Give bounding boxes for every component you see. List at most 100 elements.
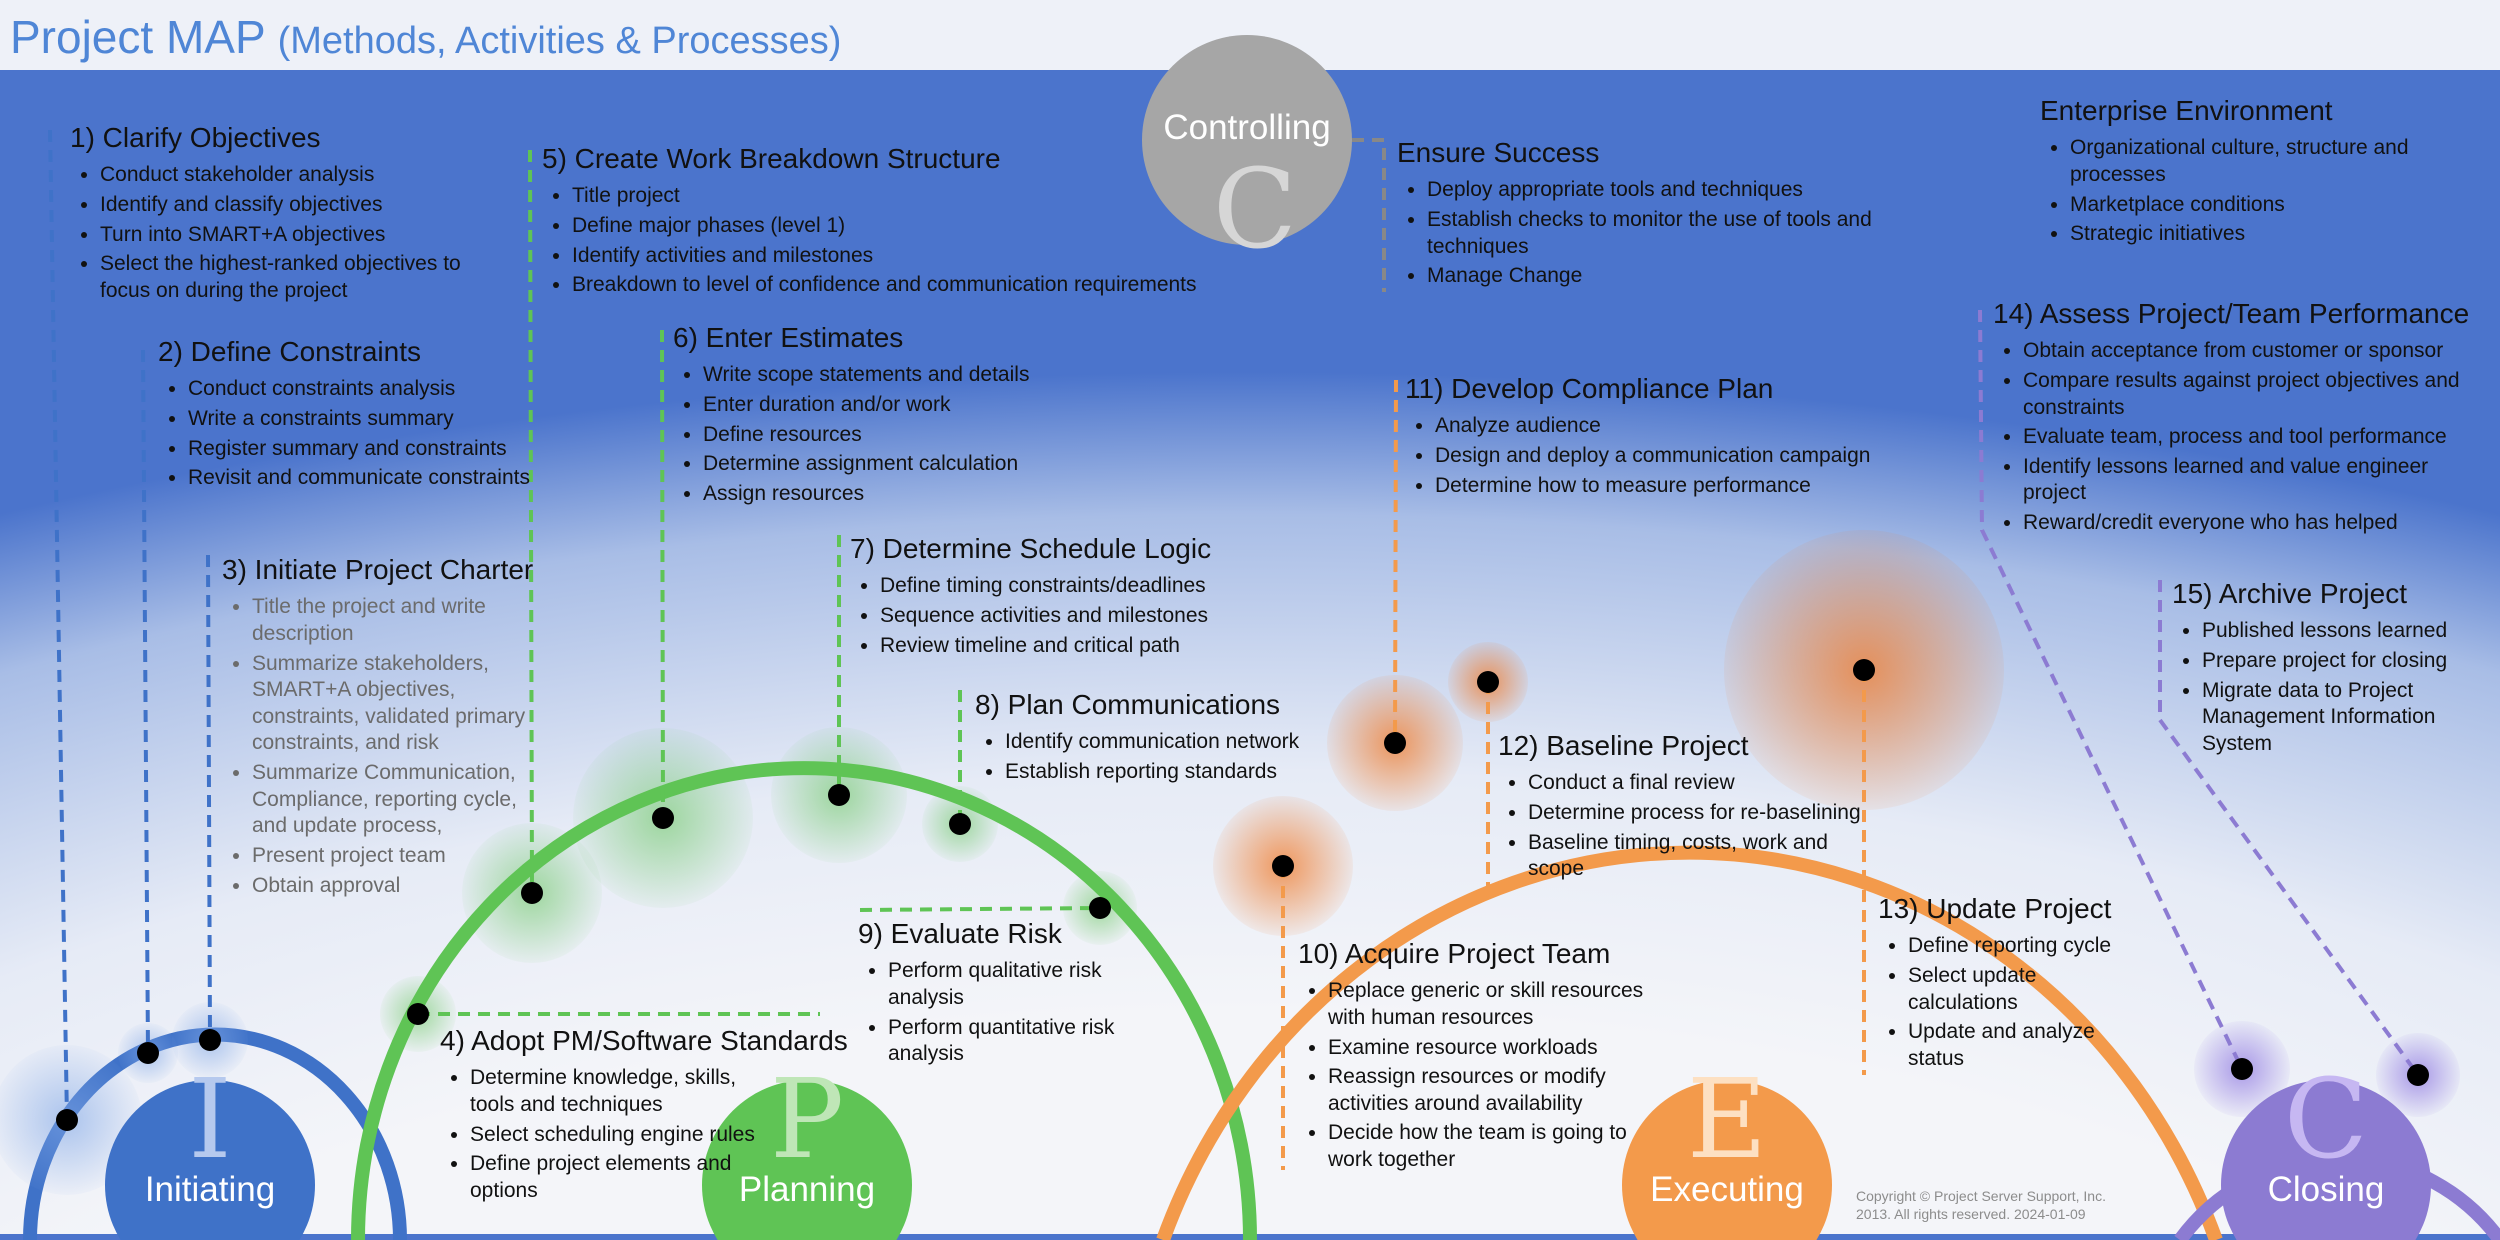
list-item: Determine how to measure performance	[1435, 473, 1905, 500]
step-7-list: Define timing constraints/deadlines Sequ…	[850, 573, 1270, 659]
step-6-enter-estimates: 6) Enter Estimates Write scope statement…	[673, 322, 1113, 510]
step-5-title: 5) Create Work Breakdown Structure	[542, 143, 1001, 174]
step-4-adopt-standards: 4) Adopt PM/Software Standards Determine…	[440, 1025, 860, 1207]
list-item: Review timeline and critical path	[880, 633, 1270, 660]
list-item: Conduct a final review	[1528, 770, 1883, 797]
list-item: Present project team	[252, 843, 542, 870]
list-item: Assign resources	[703, 481, 1113, 508]
step-5-list: Title project Define major phases (level…	[542, 183, 1282, 299]
step-14-title: 14) Assess Project/Team Performance	[1993, 298, 2470, 329]
step-12-title: 12) Baseline Project	[1498, 730, 1749, 761]
step-12-list: Conduct a final review Determine process…	[1498, 770, 1883, 883]
ensure-success: Ensure Success Deploy appropriate tools …	[1397, 137, 1897, 293]
step-1-list: Conduct stakeholder analysis Identify an…	[70, 162, 490, 304]
list-item: Perform quantitative risk analysis	[888, 1015, 1168, 1068]
list-item: Define reporting cycle	[1908, 933, 2148, 960]
list-item: Establish checks to monitor the use of t…	[1427, 207, 1897, 260]
list-item: Evaluate team, process and tool performa…	[2023, 424, 2473, 451]
list-item: Summarize stakeholders, SMART+A objectiv…	[252, 651, 542, 758]
list-item: Write scope statements and details	[703, 362, 1113, 389]
step-5-create-wbs: 5) Create Work Breakdown Structure Title…	[542, 143, 1282, 302]
step-15-archive-project: 15) Archive Project Published lessons le…	[2172, 578, 2482, 760]
list-item: Define major phases (level 1)	[572, 213, 1282, 240]
step-13-update-project: 13) Update Project Define reporting cycl…	[1878, 893, 2148, 1075]
step-8-list: Identify communication network Establish…	[975, 729, 1355, 785]
list-item: Determine assignment calculation	[703, 451, 1113, 478]
list-item: Identify lessons learned and value engin…	[2023, 454, 2473, 507]
enterprise-list: Organizational culture, structure and pr…	[2040, 135, 2470, 248]
list-item: Determine knowledge, skills, tools and t…	[470, 1065, 760, 1118]
copyright-line-2: 2013. All rights reserved. 2024-01-09	[1856, 1206, 2086, 1223]
list-item: Write a constraints summary	[188, 406, 538, 433]
list-item: Published lessons learned	[2202, 618, 2482, 645]
list-item: Summarize Communication, Compliance, rep…	[252, 760, 542, 840]
step-8-title: 8) Plan Communications	[975, 689, 1281, 720]
step-12-baseline-project: 12) Baseline Project Conduct a final rev…	[1498, 730, 1883, 886]
planning-letter: P	[769, 1055, 844, 1183]
phase-executing: Executing	[1650, 1170, 1804, 1209]
step-2-list: Conduct constraints analysis Write a con…	[158, 376, 538, 492]
list-item: Organizational culture, structure and pr…	[2070, 135, 2470, 188]
list-item: Establish reporting standards	[1005, 759, 1355, 786]
list-item: Analyze audience	[1435, 413, 1905, 440]
page-title: Project MAP (Methods, Activities & Proce…	[10, 10, 841, 64]
list-item: Prepare project for closing	[2202, 648, 2482, 675]
list-item: Enter duration and/or work	[703, 392, 1113, 419]
step-1-clarify-objectives: 1) Clarify Objectives Conduct stakeholde…	[70, 122, 490, 307]
list-item: Define timing constraints/deadlines	[880, 573, 1270, 600]
list-item: Identify communication network	[1005, 729, 1355, 756]
copyright-notice: Copyright © Project Server Support, Inc.…	[1856, 1187, 2176, 1223]
list-item: Determine process for re-baselining	[1528, 800, 1883, 827]
closing-letter: C	[2283, 1055, 2369, 1183]
step-7-schedule-logic: 7) Determine Schedule Logic Define timin…	[850, 533, 1270, 662]
initiating-letter: I	[188, 1055, 232, 1183]
list-item: Select update calculations	[1908, 963, 2148, 1016]
list-item: Examine resource workloads	[1328, 1035, 1668, 1062]
list-item: Register summary and constraints	[188, 436, 538, 463]
list-item: Conduct stakeholder analysis	[100, 162, 490, 189]
list-item: Strategic initiatives	[2070, 221, 2470, 248]
enterprise-title: Enterprise Environment	[2040, 95, 2333, 126]
list-item: Reassign resources or modify activities …	[1328, 1064, 1668, 1117]
step-9-evaluate-risk: 9) Evaluate Risk Perform qualitative ris…	[858, 918, 1168, 1071]
phase-planning: Planning	[738, 1170, 876, 1209]
list-item: Replace generic or skill resources with …	[1328, 978, 1668, 1031]
list-item: Obtain approval	[252, 873, 542, 900]
step-3-title: 3) Initiate Project Charter	[222, 554, 534, 585]
list-item: Select the highest-ranked objectives to …	[100, 251, 490, 304]
list-item: Marketplace conditions	[2070, 192, 2470, 219]
list-item: Identify and classify objectives	[100, 192, 490, 219]
title-main: Project MAP	[10, 11, 265, 63]
step-13-list: Define reporting cycle Select update cal…	[1878, 933, 2148, 1072]
list-item: Select scheduling engine rules	[470, 1122, 760, 1149]
step-6-list: Write scope statements and details Enter…	[673, 362, 1113, 507]
list-item: Manage Change	[1427, 263, 1897, 290]
executing-letter: E	[1686, 1055, 1768, 1183]
phase-controlling: Controlling	[1163, 108, 1331, 147]
list-item: Title project	[572, 183, 1282, 210]
list-item: Design and deploy a communication campai…	[1435, 443, 1905, 470]
list-item: Define resources	[703, 422, 1113, 449]
list-item: Baseline timing, costs, work and scope	[1528, 830, 1883, 883]
list-item: Compare results against project objectiv…	[2023, 368, 2473, 421]
step-8-plan-communications: 8) Plan Communications Identify communic…	[975, 689, 1355, 789]
enterprise-environment: Enterprise Environment Organizational cu…	[2040, 95, 2470, 251]
step-9-title: 9) Evaluate Risk	[858, 918, 1062, 949]
step-2-title: 2) Define Constraints	[158, 336, 422, 367]
step-3-list: Title the project and write description …	[222, 594, 542, 899]
step-2-define-constraints: 2) Define Constraints Conduct constraint…	[158, 336, 538, 495]
step-7-title: 7) Determine Schedule Logic	[850, 533, 1212, 564]
step-3-initiate-charter: 3) Initiate Project Charter Title the pr…	[222, 554, 542, 902]
step-10-acquire-team: 10) Acquire Project Team Replace generic…	[1298, 938, 1668, 1177]
list-item: Migrate data to Project Management Infor…	[2202, 678, 2482, 758]
step-1-title: 1) Clarify Objectives	[70, 122, 321, 153]
step-13-title: 13) Update Project	[1878, 893, 2112, 924]
list-item: Update and analyze status	[1908, 1019, 2148, 1072]
list-item: Revisit and communicate constraints	[188, 465, 538, 492]
step-6-title: 6) Enter Estimates	[673, 322, 904, 353]
step-15-list: Published lessons learned Prepare projec…	[2172, 618, 2482, 757]
step-11-title: 11) Develop Compliance Plan	[1405, 373, 1774, 404]
list-item: Identify activities and milestones	[572, 243, 1282, 270]
list-item: Define project elements and options	[470, 1151, 760, 1204]
